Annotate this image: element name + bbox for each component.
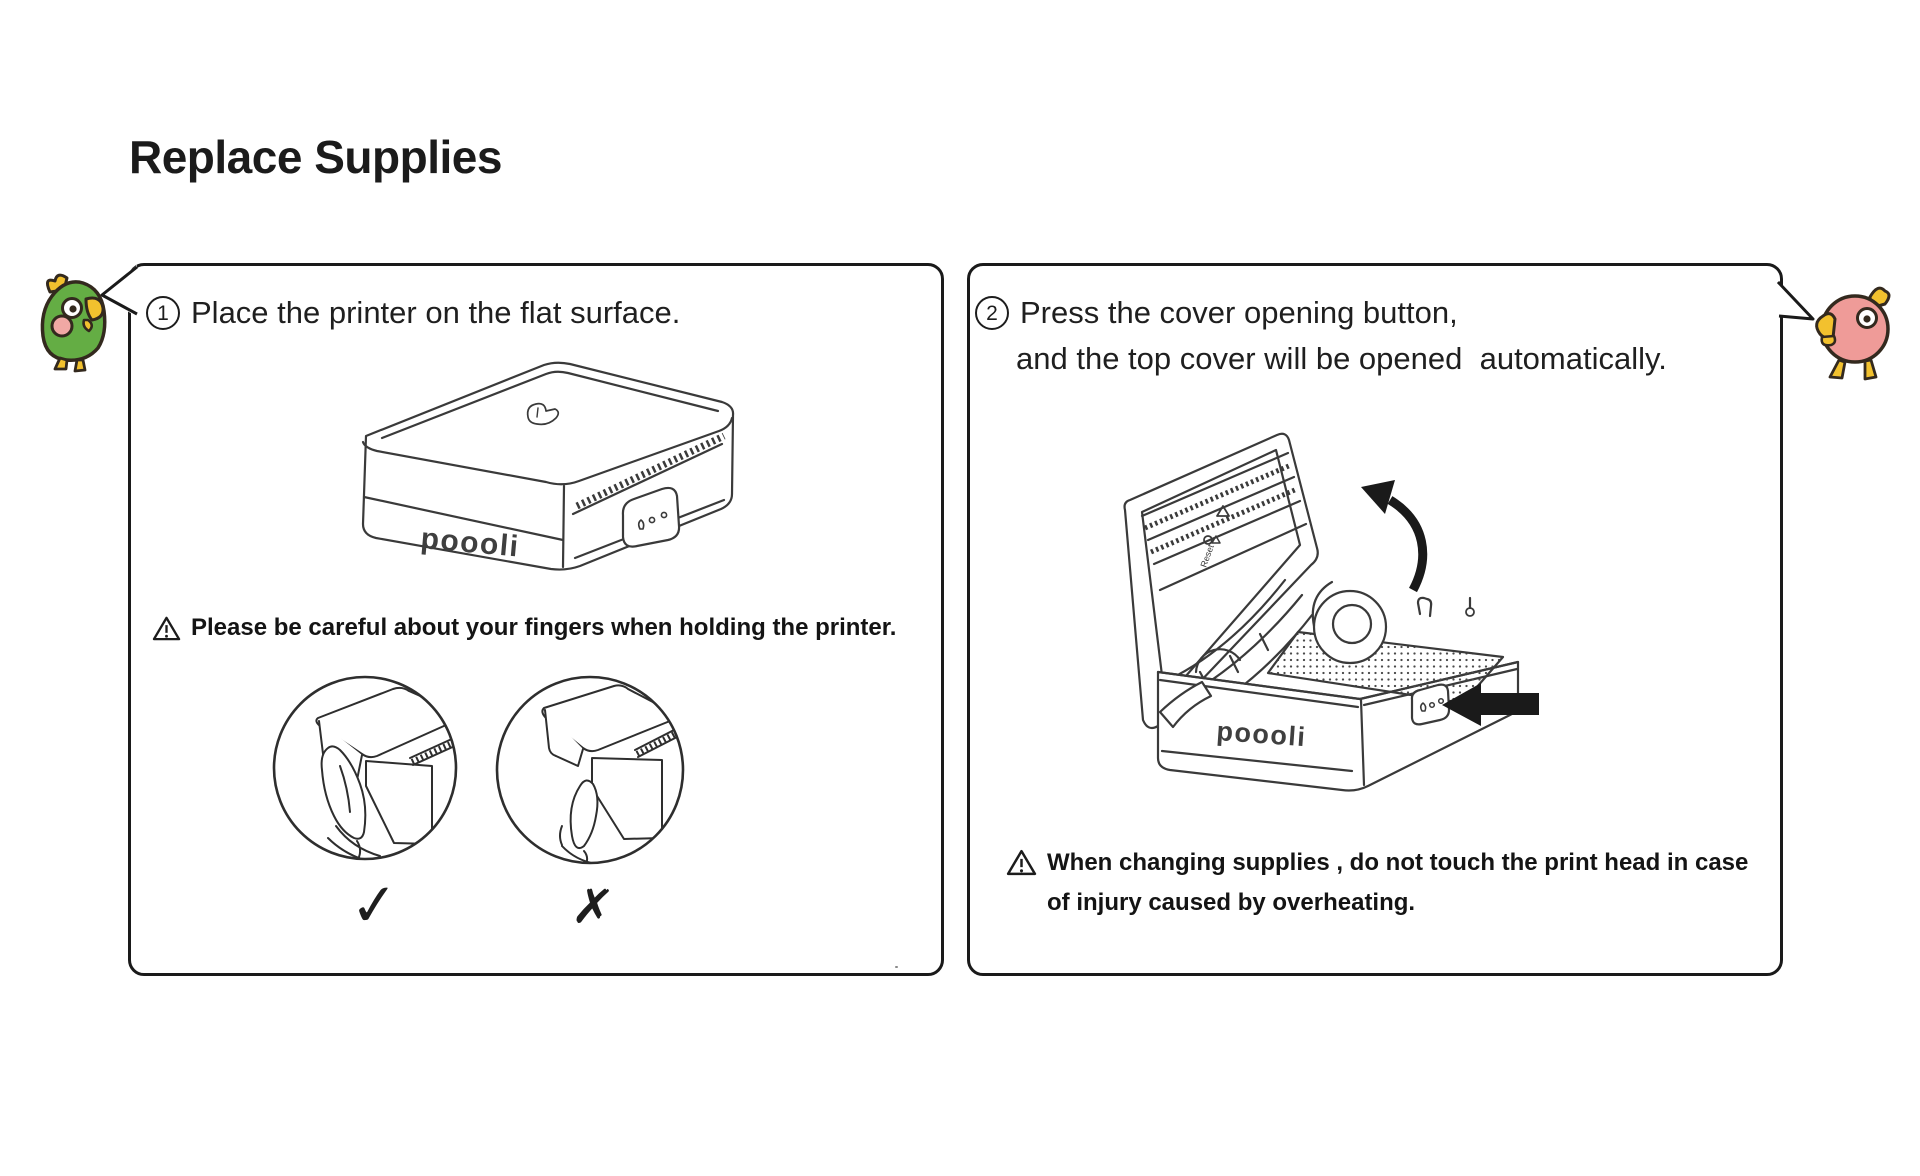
printer-body-outline xyxy=(361,361,735,571)
bird-foot xyxy=(1828,358,1847,380)
closeup-circle-frame xyxy=(495,675,685,865)
bird-foot xyxy=(1863,358,1878,381)
bird-pupil xyxy=(1863,315,1871,323)
step2-heading: 2 Press the cover opening button, xyxy=(975,294,1458,331)
bird-beak-lower xyxy=(1820,334,1837,347)
led-mark xyxy=(648,516,656,524)
open-top-cover xyxy=(1123,432,1319,730)
step2-heading-line2: and the top cover will be opened automat… xyxy=(1016,341,1667,376)
parrot-beak-lower xyxy=(82,318,94,333)
page-title: Replace Supplies xyxy=(129,131,502,183)
led-mark xyxy=(1428,701,1436,709)
step2-warning-text: When changing supplies , do not touch th… xyxy=(1047,843,1748,923)
top-logo-mark xyxy=(526,402,560,426)
wrong-grip-closeup xyxy=(541,684,678,863)
parrot-foot xyxy=(53,356,69,371)
correct-grip-closeup xyxy=(315,686,456,859)
lid-reset-button xyxy=(1203,535,1213,545)
pink-bird-mascot xyxy=(1815,286,1891,381)
step2-warning-line1: When changing supplies , do not touch th… xyxy=(1047,849,1749,876)
step2-number-badge: 2 xyxy=(975,296,1009,330)
led-mark xyxy=(1437,697,1445,705)
step1-number-badge: 1 xyxy=(146,296,180,330)
bird-beak xyxy=(1815,312,1837,340)
wrong-cross-mark: ✗ xyxy=(569,875,617,939)
step1-heading-text: Place the printer on the flat surface. xyxy=(191,295,681,330)
printer-brand-logo: poooli xyxy=(1216,716,1308,752)
step1-heading: 1 Place the printer on the flat surface. xyxy=(146,294,680,331)
parrot-pupil xyxy=(69,305,77,313)
step2-warning-line2: of injury caused by overheating. xyxy=(1047,889,1416,916)
open-direction-arrow xyxy=(1361,480,1428,593)
lid-warning-triangle xyxy=(1216,505,1230,517)
green-parrot-mascot xyxy=(40,273,107,373)
stray-mark xyxy=(895,966,898,968)
parrot-beak xyxy=(84,296,105,322)
open-printer-illustration: Reset poooli xyxy=(1123,432,1539,792)
step1-warning-text: Please be careful about your fingers whe… xyxy=(191,614,897,641)
led-mark xyxy=(1419,702,1427,712)
parrot-foot xyxy=(73,358,87,373)
parrot-cheek xyxy=(50,314,74,338)
led-mark xyxy=(660,511,668,519)
step1-warning: Please be careful about your fingers whe… xyxy=(152,614,912,642)
warning-triangle-icon xyxy=(152,616,181,641)
right-bubble-tail xyxy=(1776,280,1815,321)
press-button-arrow xyxy=(1442,683,1539,726)
warning-triangle-icon xyxy=(1006,849,1037,876)
step2-heading-line1: Press the cover opening button, xyxy=(1020,295,1458,330)
correct-check-mark: ✓ xyxy=(347,869,401,941)
led-mark xyxy=(637,519,645,530)
closed-printer-illustration: poooli xyxy=(361,361,735,571)
left-bubble-tail xyxy=(100,265,138,317)
step2-warning: When changing supplies , do not touch th… xyxy=(1006,843,1776,923)
grip-closeup-illustrations xyxy=(272,675,685,865)
closeup-circle-frame xyxy=(272,675,458,861)
